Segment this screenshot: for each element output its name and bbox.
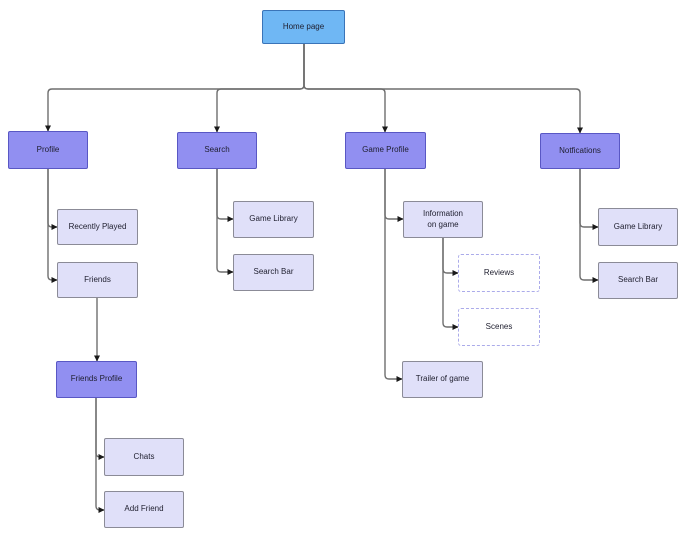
node-home-page[interactable]: Home page: [262, 10, 345, 44]
node-label: Scenes: [485, 321, 513, 331]
edge-friends-profile-add-friend: [95, 398, 105, 513]
node-search-bar-notfications[interactable]: Search Bar: [598, 262, 678, 299]
node-label: Game Profile: [362, 145, 409, 155]
node-recently-played[interactable]: Recently Played: [57, 209, 138, 245]
node-label: Search Bar: [617, 275, 659, 285]
node-label: Friends: [84, 274, 111, 284]
node-label: Chats: [133, 451, 155, 461]
node-game-library-notfications[interactable]: Game Library: [598, 208, 678, 246]
edge-game-profile-information-on-game: [384, 169, 404, 222]
node-notfications[interactable]: Notfications: [540, 133, 620, 169]
node-label: Trailer of game: [415, 374, 470, 384]
node-scenes[interactable]: Scenes: [458, 308, 540, 346]
node-label: Game Library: [249, 214, 298, 224]
node-label: Information on game: [422, 209, 464, 229]
edge-information-on-game-reviews: [442, 238, 459, 276]
node-search[interactable]: Search: [177, 132, 257, 169]
node-label: Recently Played: [68, 221, 127, 231]
edge-notfications-game-library-notfications: [579, 169, 599, 230]
node-reviews[interactable]: Reviews: [458, 254, 540, 292]
node-label: Reviews: [483, 267, 515, 277]
node-profile[interactable]: Profile: [8, 131, 88, 169]
node-chats[interactable]: Chats: [104, 438, 184, 476]
node-label: Add Friend: [124, 504, 164, 514]
node-label: Search Bar: [253, 267, 294, 277]
node-information-on-game[interactable]: Information on game: [403, 201, 483, 238]
edge-search-game-library-search: [216, 169, 234, 222]
edge-search-search-bar-search: [216, 169, 234, 275]
edge-information-on-game-scenes: [442, 238, 459, 330]
node-game-profile[interactable]: Game Profile: [345, 132, 426, 169]
node-label: Home page: [282, 21, 325, 31]
edge-game-profile-trailer-of-game: [384, 169, 403, 382]
node-game-library-search[interactable]: Game Library: [233, 201, 314, 238]
edge-profile-recently-played: [47, 169, 58, 230]
edge-home-page-profile: [45, 44, 305, 132]
node-label: Game Library: [613, 221, 663, 231]
node-friends[interactable]: Friends: [57, 262, 138, 298]
edge-home-page-notfications: [303, 44, 583, 134]
node-label: Search: [204, 145, 230, 155]
node-label: Notfications: [559, 145, 601, 155]
node-label: Profile: [36, 144, 60, 154]
edge-home-page-game-profile: [303, 44, 388, 133]
edge-home-page-search: [214, 44, 305, 133]
edge-profile-friends: [47, 169, 58, 283]
node-trailer-of-game[interactable]: Trailer of game: [402, 361, 483, 398]
edge-friends-profile-chats: [95, 398, 105, 460]
edge-notfications-search-bar-notfications: [579, 169, 599, 283]
node-add-friend[interactable]: Add Friend: [104, 491, 184, 528]
node-friends-profile[interactable]: Friends Profile: [56, 361, 137, 398]
node-search-bar-search[interactable]: Search Bar: [233, 254, 314, 291]
node-label: Friends Profile: [70, 374, 123, 384]
